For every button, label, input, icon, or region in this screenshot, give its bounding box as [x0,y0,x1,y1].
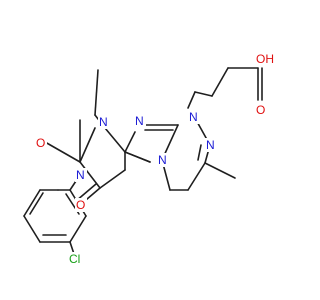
carbonyl-oxygen-bottom-label: O [76,198,85,212]
triazine-n4-label: N [158,153,167,167]
cooh-hydroxyl-label: OH [256,52,274,66]
molecule-structure: OH O N N N N N N O O Cl [23,52,277,266]
chlorine-label: Cl [69,252,80,266]
cooh-carbonyl-oxygen-label: O [256,103,265,117]
carbonyl-oxygen-left-label: O [36,136,45,150]
pyrimidine-n-benzyl-label: N [76,168,85,182]
triazine-n2-label: N [206,138,215,152]
pyrimidine-n-methyl-label: N [99,115,108,129]
triazine-n1-label: N [189,110,198,124]
imidazole-n-label: N [135,114,144,128]
atom-label-layer: OH O N N N N N N O O Cl [35,52,277,266]
bond-layer [23,67,263,261]
